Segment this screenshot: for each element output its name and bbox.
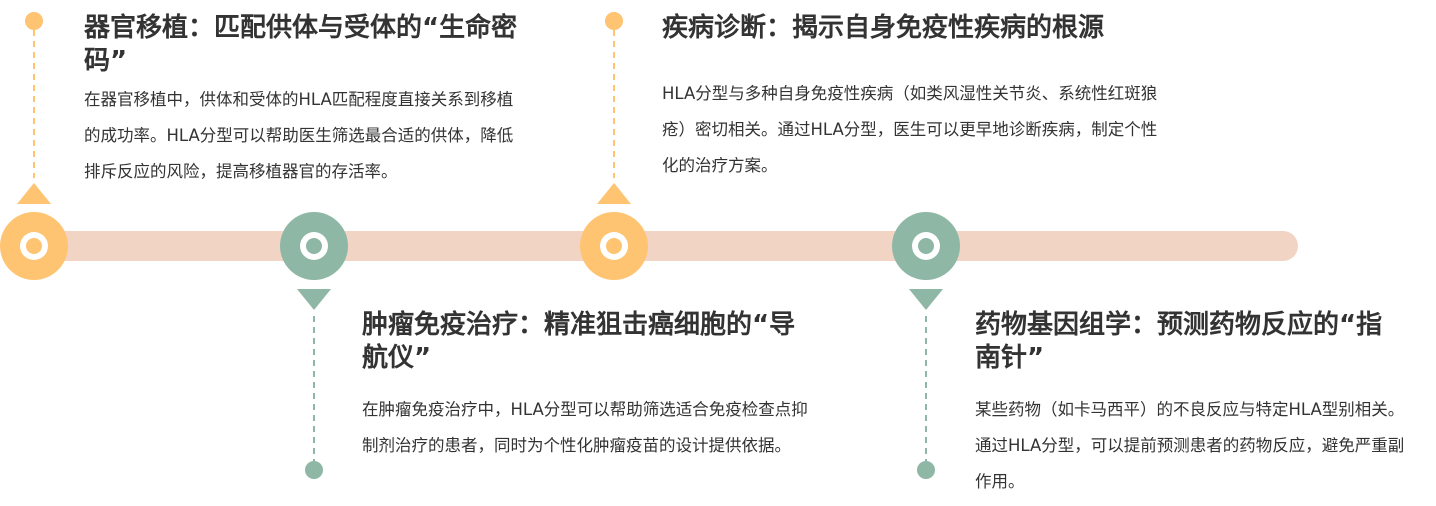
milestone-1-arrow-up-icon: [17, 183, 51, 204]
milestone-2-marker: [280, 212, 348, 479]
milestone-4-title: 药物基因组学：预测药物反应的“指南针”: [975, 310, 1383, 373]
milestone-3-description: HLA分型与多种自身免疫性疾病（如类风湿性关节炎、系统性红斑狼疮）密切相关。通过…: [662, 84, 1158, 175]
milestone-3-node-center: [606, 238, 622, 254]
milestone-2-title: 肿瘤免疫治疗：精准狙击癌细胞的“导航仪”: [362, 310, 796, 373]
milestone-1-description: 在器官移植中，供体和受体的HLA匹配程度直接关系到移植的成功率。HLA分型可以帮…: [84, 90, 514, 181]
milestone-1-node-center: [26, 238, 42, 254]
milestone-4-arrow-down-icon: [909, 289, 943, 310]
milestone-3-marker: [580, 12, 648, 280]
milestone-1-title: 器官移植：匹配供体与受体的“生命密码”: [84, 13, 518, 76]
timeline-track: [18, 231, 1298, 261]
milestone-2-node-center: [306, 238, 322, 254]
milestone-4-description: 某些药物（如卡马西平）的不良反应与特定HLA型别相关。通过HLA分型，可以提前预…: [975, 400, 1405, 491]
milestone-1-top-dot: [25, 12, 43, 30]
milestone-3-top-dot: [605, 12, 623, 30]
milestone-2-bottom-dot: [305, 461, 323, 479]
milestone-2-description: 在肿瘤免疫治疗中，HLA分型可以帮助筛选适合免疫检查点抑制剂治疗的患者，同时为个…: [362, 400, 808, 455]
milestone-4-marker: [892, 212, 960, 479]
milestone-4-node-center: [918, 238, 934, 254]
milestone-1-marker: [0, 12, 68, 280]
milestone-3-arrow-up-icon: [597, 183, 631, 204]
milestone-2-arrow-down-icon: [297, 289, 331, 310]
milestone-3-title: 疾病诊断：揭示自身免疫性疾病的根源: [662, 13, 1105, 43]
milestone-4-bottom-dot: [917, 461, 935, 479]
